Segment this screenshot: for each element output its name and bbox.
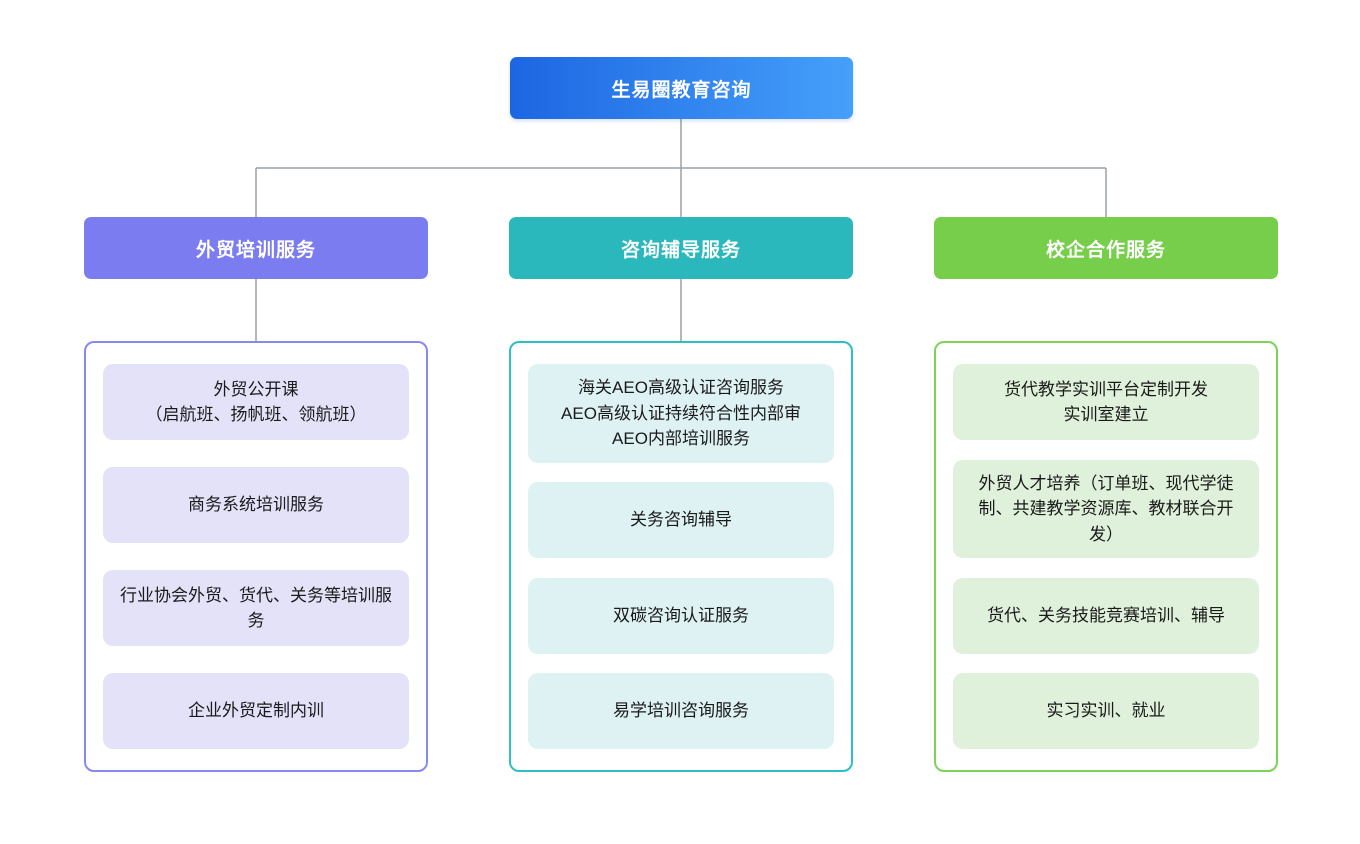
diagram-node: 外贸人才培养（订单班、现代学徒制、共建教学资源库、教材联合开发） bbox=[953, 459, 1259, 558]
diagram-node: 商务系统培训服务 bbox=[103, 467, 409, 543]
diagram-node: 行业协会外贸、货代、关务等培训服务 bbox=[103, 570, 409, 646]
diagram-node: 双碳咨询认证服务 bbox=[528, 577, 834, 654]
root-node: 生易圈教育咨询 bbox=[510, 57, 853, 119]
branch-container-trade-training: 外贸公开课 （启航班、扬帆班、领航班） 商务系统培训服务 行业协会外贸、货代、关… bbox=[84, 341, 428, 772]
diagram-node: 海关AEO高级认证咨询服务 AEO高级认证持续符合性内部审 AEO内部培训服务 bbox=[528, 364, 834, 463]
diagram-node: 货代教学实训平台定制开发 实训室建立 bbox=[953, 364, 1259, 440]
branch-header-school-enterprise: 校企合作服务 bbox=[934, 217, 1278, 279]
branch-container-school-enterprise: 货代教学实训平台定制开发 实训室建立 外贸人才培养（订单班、现代学徒制、共建教学… bbox=[934, 341, 1278, 772]
diagram-node: 实习实训、就业 bbox=[953, 673, 1259, 749]
diagram-node: 易学培训咨询服务 bbox=[528, 673, 834, 749]
diagram-node: 外贸公开课 （启航班、扬帆班、领航班） bbox=[103, 364, 409, 440]
branch-header-consulting: 咨询辅导服务 bbox=[509, 217, 853, 279]
diagram-node: 企业外贸定制内训 bbox=[103, 673, 409, 749]
diagram-node: 货代、关务技能竞赛培训、辅导 bbox=[953, 577, 1259, 654]
branch-header-trade-training: 外贸培训服务 bbox=[84, 217, 428, 279]
branch-container-consulting: 海关AEO高级认证咨询服务 AEO高级认证持续符合性内部审 AEO内部培训服务 … bbox=[509, 341, 853, 772]
diagram-node: 关务咨询辅导 bbox=[528, 482, 834, 558]
